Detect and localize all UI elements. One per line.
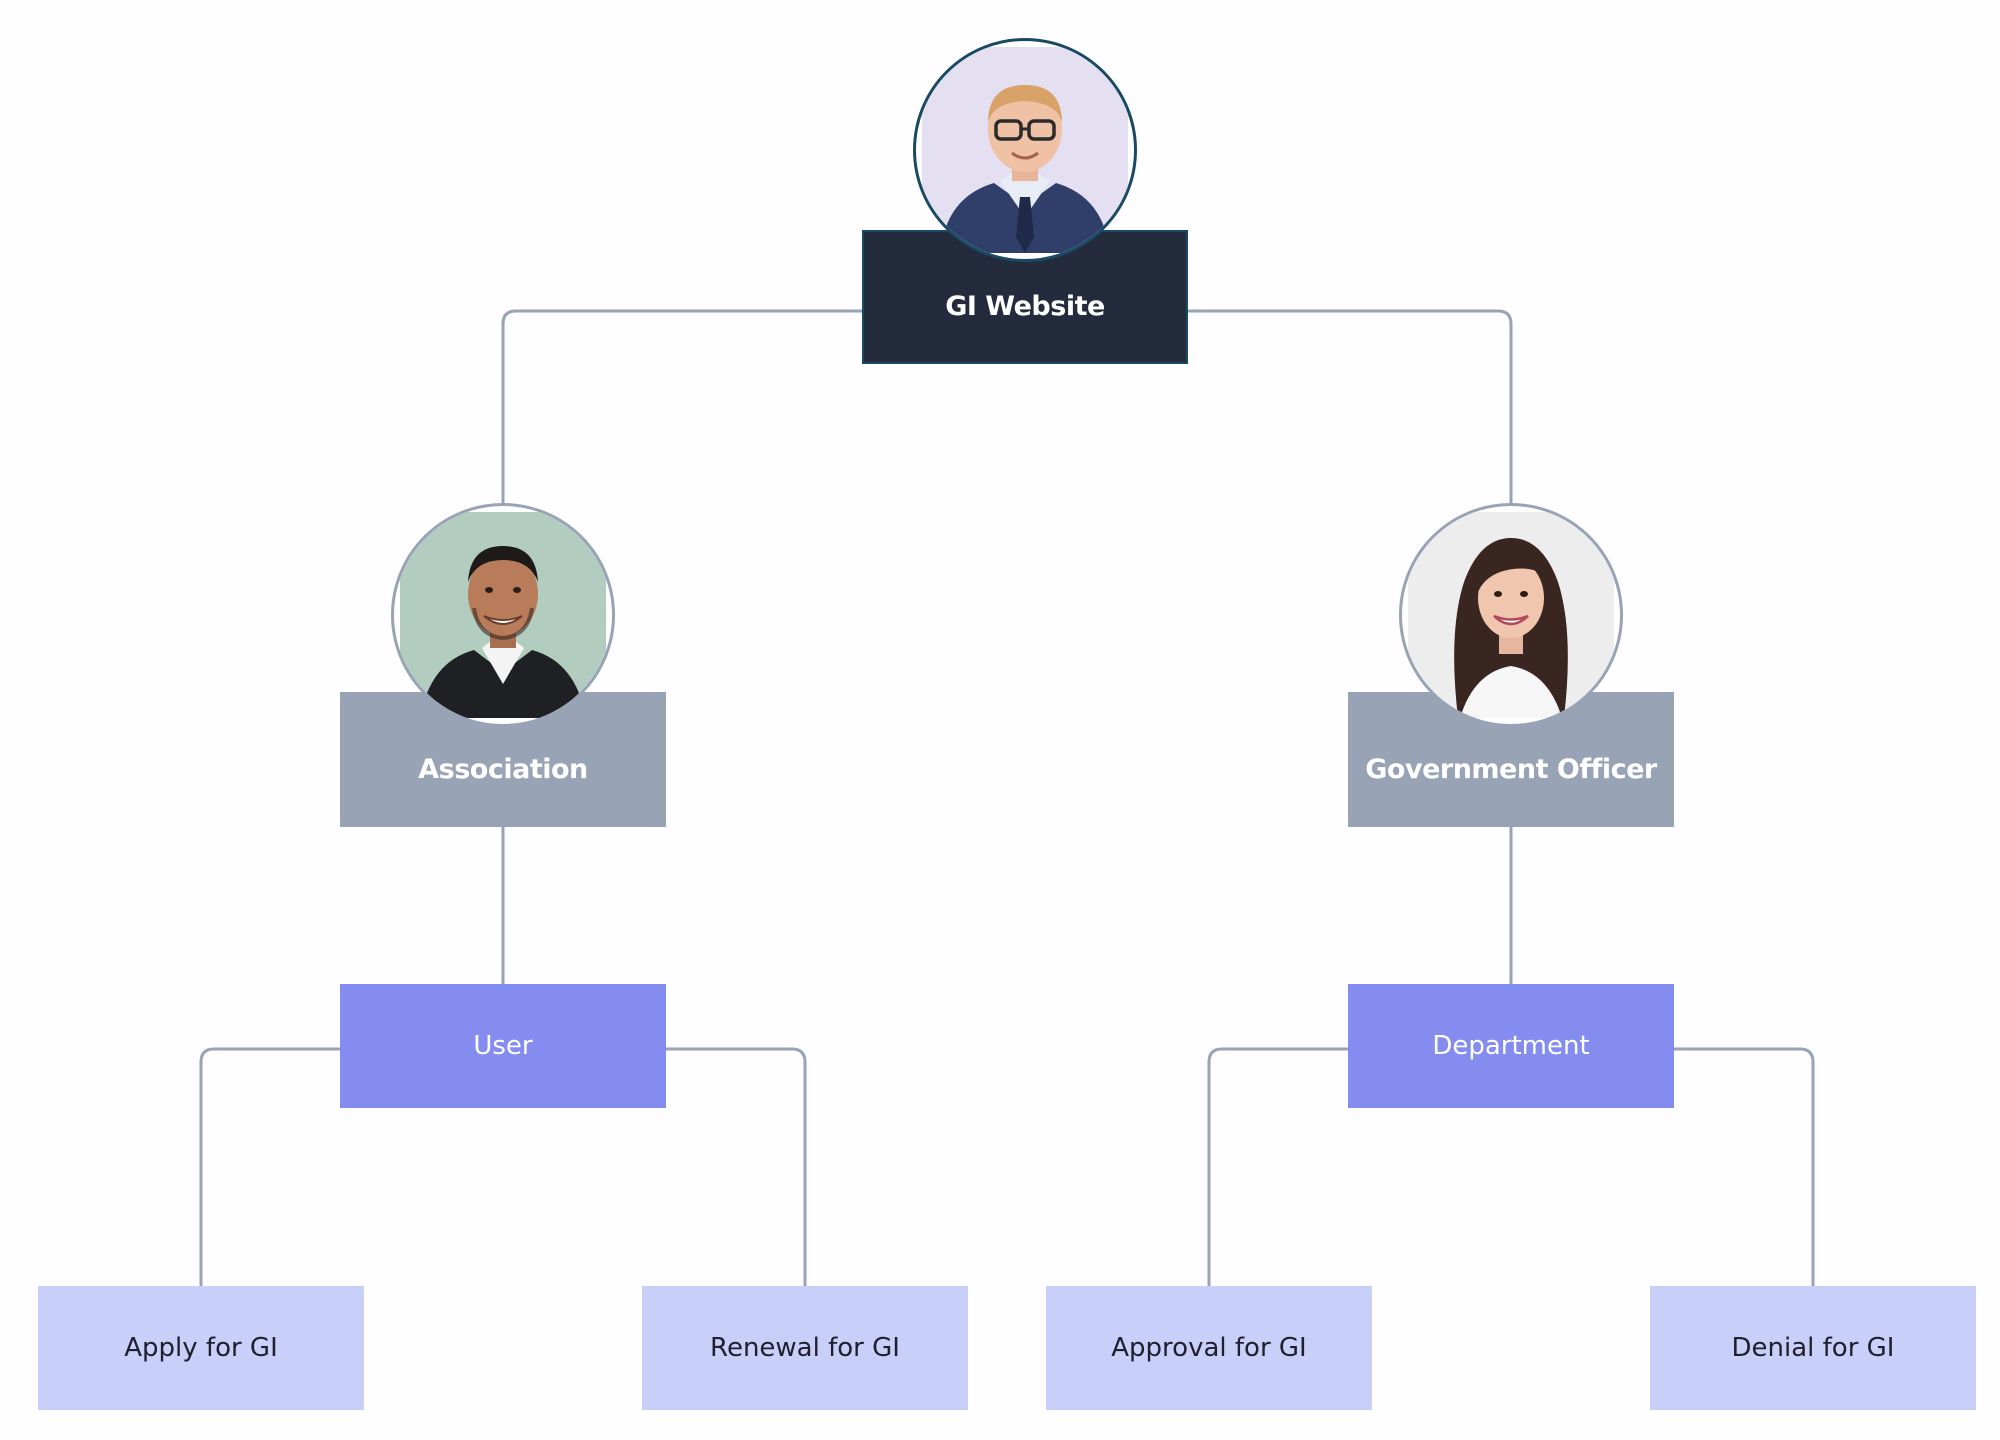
group-node-label: Government Officer	[1365, 754, 1657, 785]
leaf-node-label: Renewal for GI	[710, 1333, 900, 1363]
role-node-user[interactable]: User	[340, 984, 666, 1108]
leaf-node-apply-for-gi[interactable]: Apply for GI	[38, 1286, 364, 1410]
association-avatar	[391, 503, 615, 727]
connector-root-association	[501, 309, 862, 503]
connector-department-approval	[1207, 1047, 1348, 1286]
woman-long-hair-photo	[1408, 512, 1614, 718]
role-node-department[interactable]: Department	[1348, 984, 1674, 1108]
group-node-label: Association	[418, 754, 588, 785]
government-officer-avatar	[1399, 503, 1623, 727]
leaf-node-label: Denial for GI	[1731, 1333, 1895, 1363]
connector-root-government	[1188, 309, 1513, 503]
root-node-label: GI Website	[945, 290, 1105, 322]
root-avatar	[913, 38, 1137, 262]
connector-user-apply	[199, 1047, 340, 1286]
group-node-association[interactable]: Association	[340, 692, 666, 827]
leaf-node-denial-for-gi[interactable]: Denial for GI	[1650, 1286, 1976, 1410]
role-node-label: User	[473, 1031, 533, 1061]
connector-department-denial	[1674, 1047, 1815, 1286]
leaf-node-label: Apply for GI	[124, 1333, 278, 1363]
man-dark-jacket-photo	[400, 512, 606, 718]
man-glasses-suit-photo	[922, 47, 1128, 253]
connector-user-renewal	[666, 1047, 807, 1286]
leaf-node-approval-for-gi[interactable]: Approval for GI	[1046, 1286, 1372, 1410]
leaf-node-label: Approval for GI	[1111, 1333, 1307, 1363]
group-node-government-officer[interactable]: Government Officer	[1348, 692, 1674, 827]
leaf-node-renewal-for-gi[interactable]: Renewal for GI	[642, 1286, 968, 1410]
role-node-label: Department	[1432, 1031, 1590, 1061]
